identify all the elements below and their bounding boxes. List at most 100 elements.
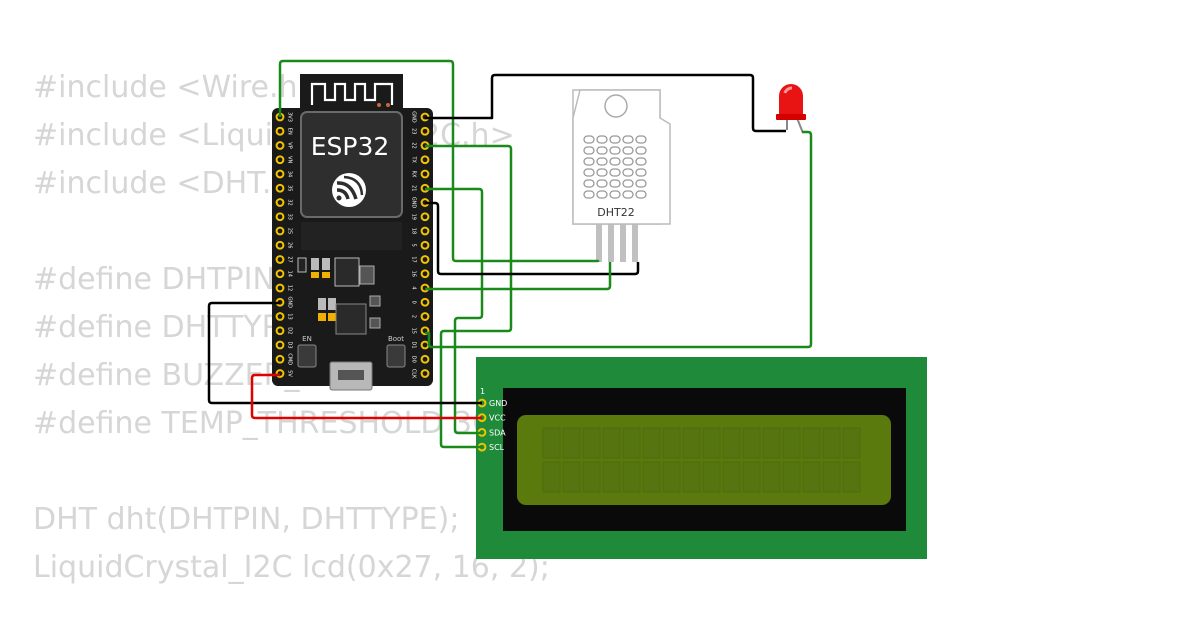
dht22-vent: [635, 168, 647, 177]
esp32-pin-right[interactable]: [420, 255, 430, 264]
esp32-pin-label: 27: [287, 256, 293, 262]
esp32-pin-label: D0: [411, 356, 417, 363]
dht22-vent: [596, 168, 608, 177]
lcd-pin-label: VCC: [489, 414, 506, 423]
esp32-pin-left[interactable]: [275, 326, 285, 336]
esp32-pin-label: 25: [287, 228, 293, 234]
esp32-pin-right[interactable]: [420, 297, 430, 307]
esp32-pin-label: 21: [411, 185, 417, 191]
dht22-vent: [635, 179, 647, 188]
wire-lcd-vcc[interactable]: [250, 373, 482, 420]
wire-scl[interactable]: [425, 144, 513, 449]
esp32-pin-right[interactable]: [420, 354, 430, 364]
esp32-pin-label: 26: [287, 242, 293, 248]
wire-sda[interactable]: [425, 187, 484, 435]
esp32-pin-label: 23: [411, 128, 417, 134]
lcd-char-cell: [822, 427, 841, 459]
wire-gnd-led[interactable]: [425, 73, 786, 133]
esp32-pin-label: 12: [287, 285, 293, 291]
esp32-pin-right[interactable]: [420, 212, 430, 222]
esp32-pin-right[interactable]: [420, 226, 430, 236]
dht22-vent: [609, 179, 621, 188]
esp32-pin-left[interactable]: [275, 354, 285, 364]
esp32-pin-label: GND: [411, 111, 417, 123]
lcd-char-cell: [802, 427, 821, 459]
wire-dht-gnd[interactable]: [425, 201, 640, 276]
esp32-pin-label: 15: [411, 328, 417, 334]
esp32-pin-label: D1: [411, 341, 417, 348]
lcd-char-cell: [582, 427, 601, 459]
lcd-char-cell: [542, 461, 561, 493]
lcd-char-cell: [802, 461, 821, 493]
lcd-char-cell: [842, 427, 861, 459]
esp32-pin-left[interactable]: [275, 141, 285, 150]
esp32-pin-right[interactable]: [420, 269, 430, 279]
dht22-vent: [609, 157, 621, 166]
esp32-pin-left[interactable]: [275, 226, 285, 236]
esp32-pin-right[interactable]: [420, 340, 430, 350]
lcd-char-cell: [822, 461, 841, 493]
esp32-pin-label: RX: [411, 171, 417, 178]
esp32-pin-left[interactable]: [275, 169, 285, 179]
esp32-pin-label: CMD: [287, 353, 293, 365]
lcd-char-cell: [682, 427, 701, 459]
code-editor-background: #include <Wire.h>#include <LiquidCrystal…: [33, 68, 550, 596]
dht22-vent: [609, 135, 621, 144]
esp32-pin-label: 14: [287, 271, 293, 277]
esp32-pin-left[interactable]: [275, 283, 285, 293]
esp32-pin-left[interactable]: [275, 126, 285, 136]
esp32-pin-label: GND: [287, 297, 293, 309]
esp32-pin-left[interactable]: [275, 340, 285, 350]
wifi-antenna-icon: [310, 82, 394, 105]
esp32-pin-label: 32: [287, 199, 293, 205]
esp32-pin-label: 17: [411, 256, 417, 262]
esp32-pin-right[interactable]: [420, 126, 430, 136]
esp32-pin-left[interactable]: [275, 255, 285, 264]
dht22-vent: [635, 157, 647, 166]
esp32-pin-left[interactable]: [275, 198, 285, 207]
esp32-pin-label: 19: [411, 214, 417, 220]
esp32-pin-right[interactable]: [420, 312, 430, 321]
lcd-pin1-marker: 1: [480, 387, 485, 396]
esp32-pin-left[interactable]: [275, 240, 285, 250]
code-line: #include <Wire.h>: [33, 70, 323, 105]
red-led-icon[interactable]: [776, 84, 806, 134]
esp32-pin-label: D2: [287, 327, 293, 334]
esp32-pin-label: VN: [287, 156, 293, 163]
lcd-char-cell: [742, 427, 761, 459]
dht22-vent: [635, 146, 647, 155]
wire-led-signal[interactable]: [425, 130, 813, 349]
wire-3v3-loop[interactable]: [278, 59, 600, 263]
esp32-pin-right[interactable]: [420, 240, 430, 250]
esp32-pin-label: VP: [287, 142, 293, 148]
esp32-pin-label: 35: [287, 185, 293, 191]
wire-lcd-gnd[interactable]: [207, 301, 482, 405]
esp32-pin-right[interactable]: [420, 369, 430, 378]
boot-button[interactable]: [386, 344, 406, 368]
lcd-char-cell: [602, 427, 621, 459]
lcd-char-cell: [722, 461, 741, 493]
esp32-pin-right[interactable]: [420, 155, 430, 165]
esp32-pin-left[interactable]: [275, 212, 285, 222]
esp32-pin-left[interactable]: [275, 155, 285, 165]
code-line: #define TEMP_THRESHOLD 30: [33, 406, 492, 441]
dht22-vent: [622, 179, 634, 188]
esp32-pin-label: 2: [411, 315, 417, 318]
lcd-char-cell: [642, 461, 661, 493]
lcd-char-cell: [602, 461, 621, 493]
esp32-pin-left[interactable]: [275, 312, 285, 321]
dht22-sensor[interactable]: DHT22: [572, 89, 671, 262]
esp32-pin-label: EN: [287, 128, 293, 135]
esp32-pin-label: CLK: [411, 369, 417, 379]
code-line: LiquidCrystal_I2C lcd(0x27, 16, 2);: [33, 550, 550, 585]
en-button[interactable]: [297, 344, 317, 368]
esp32-pin-left[interactable]: [275, 269, 285, 279]
esp32-pin-right[interactable]: [420, 169, 430, 179]
dht22-vent: [596, 135, 608, 144]
lcd-pin-label: GND: [489, 399, 507, 408]
wire-dht-data[interactable]: [425, 262, 612, 291]
esp32-pin-left[interactable]: [275, 183, 285, 193]
